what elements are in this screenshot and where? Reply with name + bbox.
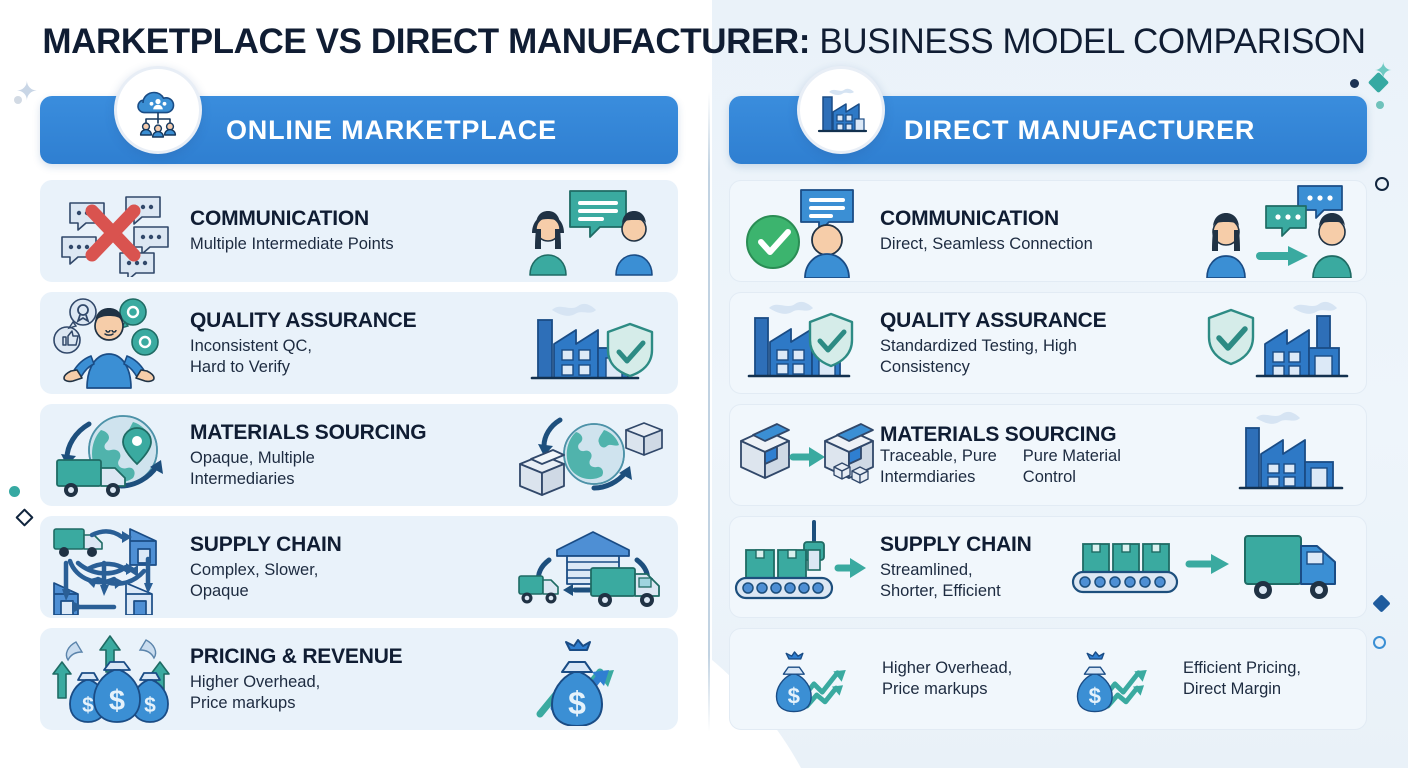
- three-money-bags-arrows-icon: $ $ $: [40, 628, 190, 730]
- tangled-warehouse-truck-arrows-icon: [40, 516, 190, 618]
- chat-bubbles-with-red-x-icon: [40, 180, 190, 282]
- ring-decoration-right-1: [1375, 177, 1389, 191]
- table-row[interactable]: COMMUNICATION Direct, Seamless Connectio…: [729, 180, 1367, 282]
- row-subtitle: Direct, Seamless Connection: [880, 235, 1093, 254]
- sparkle-decoration-top-right: ✦: [1374, 58, 1393, 83]
- two-people-chat-bubble-icon: [508, 180, 678, 282]
- column-manufacturer: DIRECT MANUFACTURER: [729, 66, 1367, 730]
- row-subtitle-secondary: Pure Material Control: [1022, 446, 1121, 486]
- row-subtitle: Opaque, Multiple Intermediaries: [190, 448, 315, 488]
- svg-text:$: $: [144, 694, 156, 717]
- warehouse-two-trucks-icon: [508, 516, 678, 618]
- row-subtitle: Multiple Intermediate Points: [190, 235, 394, 254]
- conveyor-belt-robot-arm-icon: [730, 517, 880, 617]
- money-bag-rising-arrows-icon: $: [508, 628, 678, 730]
- pricing-pair-left: $ Higher Overhead, Price markups: [730, 637, 1065, 721]
- person-shrugging-badges-icon: [40, 292, 190, 394]
- dot-decoration-right-navy: [1350, 79, 1359, 88]
- table-row[interactable]: QUALITY ASSURANCE Standardized Testing, …: [729, 292, 1367, 394]
- dot-decoration-right-teal-small: [1376, 101, 1384, 109]
- green-check-person-chat-icon: [730, 181, 880, 281]
- pricing-pair-right-text: Efficient Pricing, Direct Margin: [1183, 658, 1301, 698]
- svg-text:$: $: [788, 683, 801, 708]
- svg-text:$: $: [1089, 683, 1102, 708]
- row-list-marketplace: COMMUNICATION Multiple Intermediate Poin…: [40, 180, 678, 730]
- row-text-block: SUPPLY CHAIN Streamlined, Shorter, Effic…: [880, 533, 1060, 601]
- table-row[interactable]: QUALITY ASSURANCE Inconsistent QC, Hard …: [40, 292, 678, 394]
- row-list-manufacturer: COMMUNICATION Direct, Seamless Connectio…: [729, 180, 1367, 730]
- dot-decoration-left-1: [14, 96, 22, 104]
- table-row[interactable]: $ Higher Overhead, Price markups: [729, 628, 1367, 730]
- ring-decoration-right-2: [1373, 636, 1386, 649]
- row-title: PRICING & REVENUE: [190, 644, 403, 668]
- svg-text:$: $: [82, 694, 94, 717]
- svg-text:$: $: [568, 685, 586, 721]
- row-text-block: MATERIALS SOURCING Traceable, Pure Inter…: [880, 423, 1216, 487]
- row-title: QUALITY ASSURANCE: [880, 308, 1107, 332]
- conveyor-belt-truck-icon: [1060, 517, 1366, 617]
- row-subtitle: Standardized Testing, High Consistency: [880, 336, 1077, 376]
- two-boxes-arrow-icon: [730, 405, 880, 505]
- money-bag-rising-arrows-icon: $: [764, 637, 868, 721]
- column-header-marketplace[interactable]: ONLINE MARKETPLACE: [40, 66, 678, 164]
- factory-shield-check-icon: [730, 293, 880, 393]
- table-row[interactable]: COMMUNICATION Multiple Intermediate Poin…: [40, 180, 678, 282]
- page-title-strong: MARKETPLACE VS DIRECT MANUFACTURER:: [42, 22, 811, 61]
- column-header-manufacturer[interactable]: DIRECT MANUFACTURER: [729, 66, 1367, 164]
- row-subtitle: Complex, Slower, Opaque: [190, 560, 319, 600]
- row-text-block: COMMUNICATION Direct, Seamless Connectio…: [880, 207, 1196, 255]
- row-title: SUPPLY CHAIN: [190, 532, 342, 556]
- shield-check-factory-icon: [1196, 293, 1366, 393]
- pricing-pair-right: $ Efficient Pricing, Direct Margin: [1065, 637, 1366, 721]
- column-header-label-marketplace: ONLINE MARKETPLACE: [226, 114, 557, 145]
- page-title: MARKETPLACE VS DIRECT MANUFACTURER: BUSI…: [0, 22, 1408, 62]
- row-subtitle: Traceable, Pure Intermdiaries: [880, 446, 997, 486]
- row-title: COMMUNICATION: [190, 207, 369, 231]
- row-title: QUALITY ASSURANCE: [190, 308, 417, 332]
- factory-icon: [1216, 405, 1366, 505]
- column-divider: [708, 92, 710, 732]
- column-header-label-manufacturer: DIRECT MANUFACTURER: [904, 114, 1256, 145]
- row-subtitle: Higher Overhead, Price markups: [190, 672, 321, 712]
- row-title: SUPPLY CHAIN: [880, 532, 1032, 556]
- row-subtitle: Inconsistent QC, Hard to Verify: [190, 336, 312, 376]
- globe-truck-arrows-icon: [40, 404, 190, 506]
- column-marketplace: ONLINE MARKETPLACE: [40, 66, 678, 730]
- table-row[interactable]: MATERIALS SOURCING Opaque, Multiple Inte…: [40, 404, 678, 506]
- row-text-block: COMMUNICATION Multiple Intermediate Poin…: [190, 207, 508, 255]
- cloud-network-icon: [114, 66, 202, 154]
- row-title: MATERIALS SOURCING: [190, 420, 427, 444]
- svg-text:$: $: [109, 685, 125, 717]
- table-row[interactable]: SUPPLY CHAIN Streamlined, Shorter, Effic…: [729, 516, 1367, 618]
- row-text-block: PRICING & REVENUE Higher Overhead, Price…: [190, 645, 508, 713]
- row-text-block: QUALITY ASSURANCE Inconsistent QC, Hard …: [190, 309, 508, 377]
- row-text-block: MATERIALS SOURCING Opaque, Multiple Inte…: [190, 421, 508, 489]
- row-text-block: QUALITY ASSURANCE Standardized Testing, …: [880, 309, 1196, 377]
- table-row[interactable]: SUPPLY CHAIN Complex, Slower, Opaque: [40, 516, 678, 618]
- page-title-light: BUSINESS MODEL COMPARISON: [810, 22, 1366, 61]
- money-bag-rising-arrows-icon: $: [1065, 637, 1169, 721]
- factory-shield-check-icon: [508, 292, 678, 394]
- row-subtitle: Streamlined, Shorter, Efficient: [880, 560, 1001, 600]
- dot-decoration-left-teal: [9, 486, 20, 497]
- two-people-direct-arrow-icon: [1196, 181, 1366, 281]
- row-title: MATERIALS SOURCING: [880, 422, 1117, 446]
- table-row[interactable]: $ $ $ PRICING & REVENUE Higher Overhead,…: [40, 628, 678, 730]
- row-text-block: SUPPLY CHAIN Complex, Slower, Opaque: [190, 533, 508, 601]
- row-title: COMMUNICATION: [880, 207, 1059, 231]
- globe-boxes-arrows-icon: [508, 404, 678, 506]
- pricing-pair-left-text: Higher Overhead, Price markups: [882, 658, 1013, 698]
- row-subtitle-group: Traceable, Pure Intermdiaries Pure Mater…: [880, 446, 1210, 487]
- factory-icon: [797, 66, 885, 154]
- table-row[interactable]: MATERIALS SOURCING Traceable, Pure Inter…: [729, 404, 1367, 506]
